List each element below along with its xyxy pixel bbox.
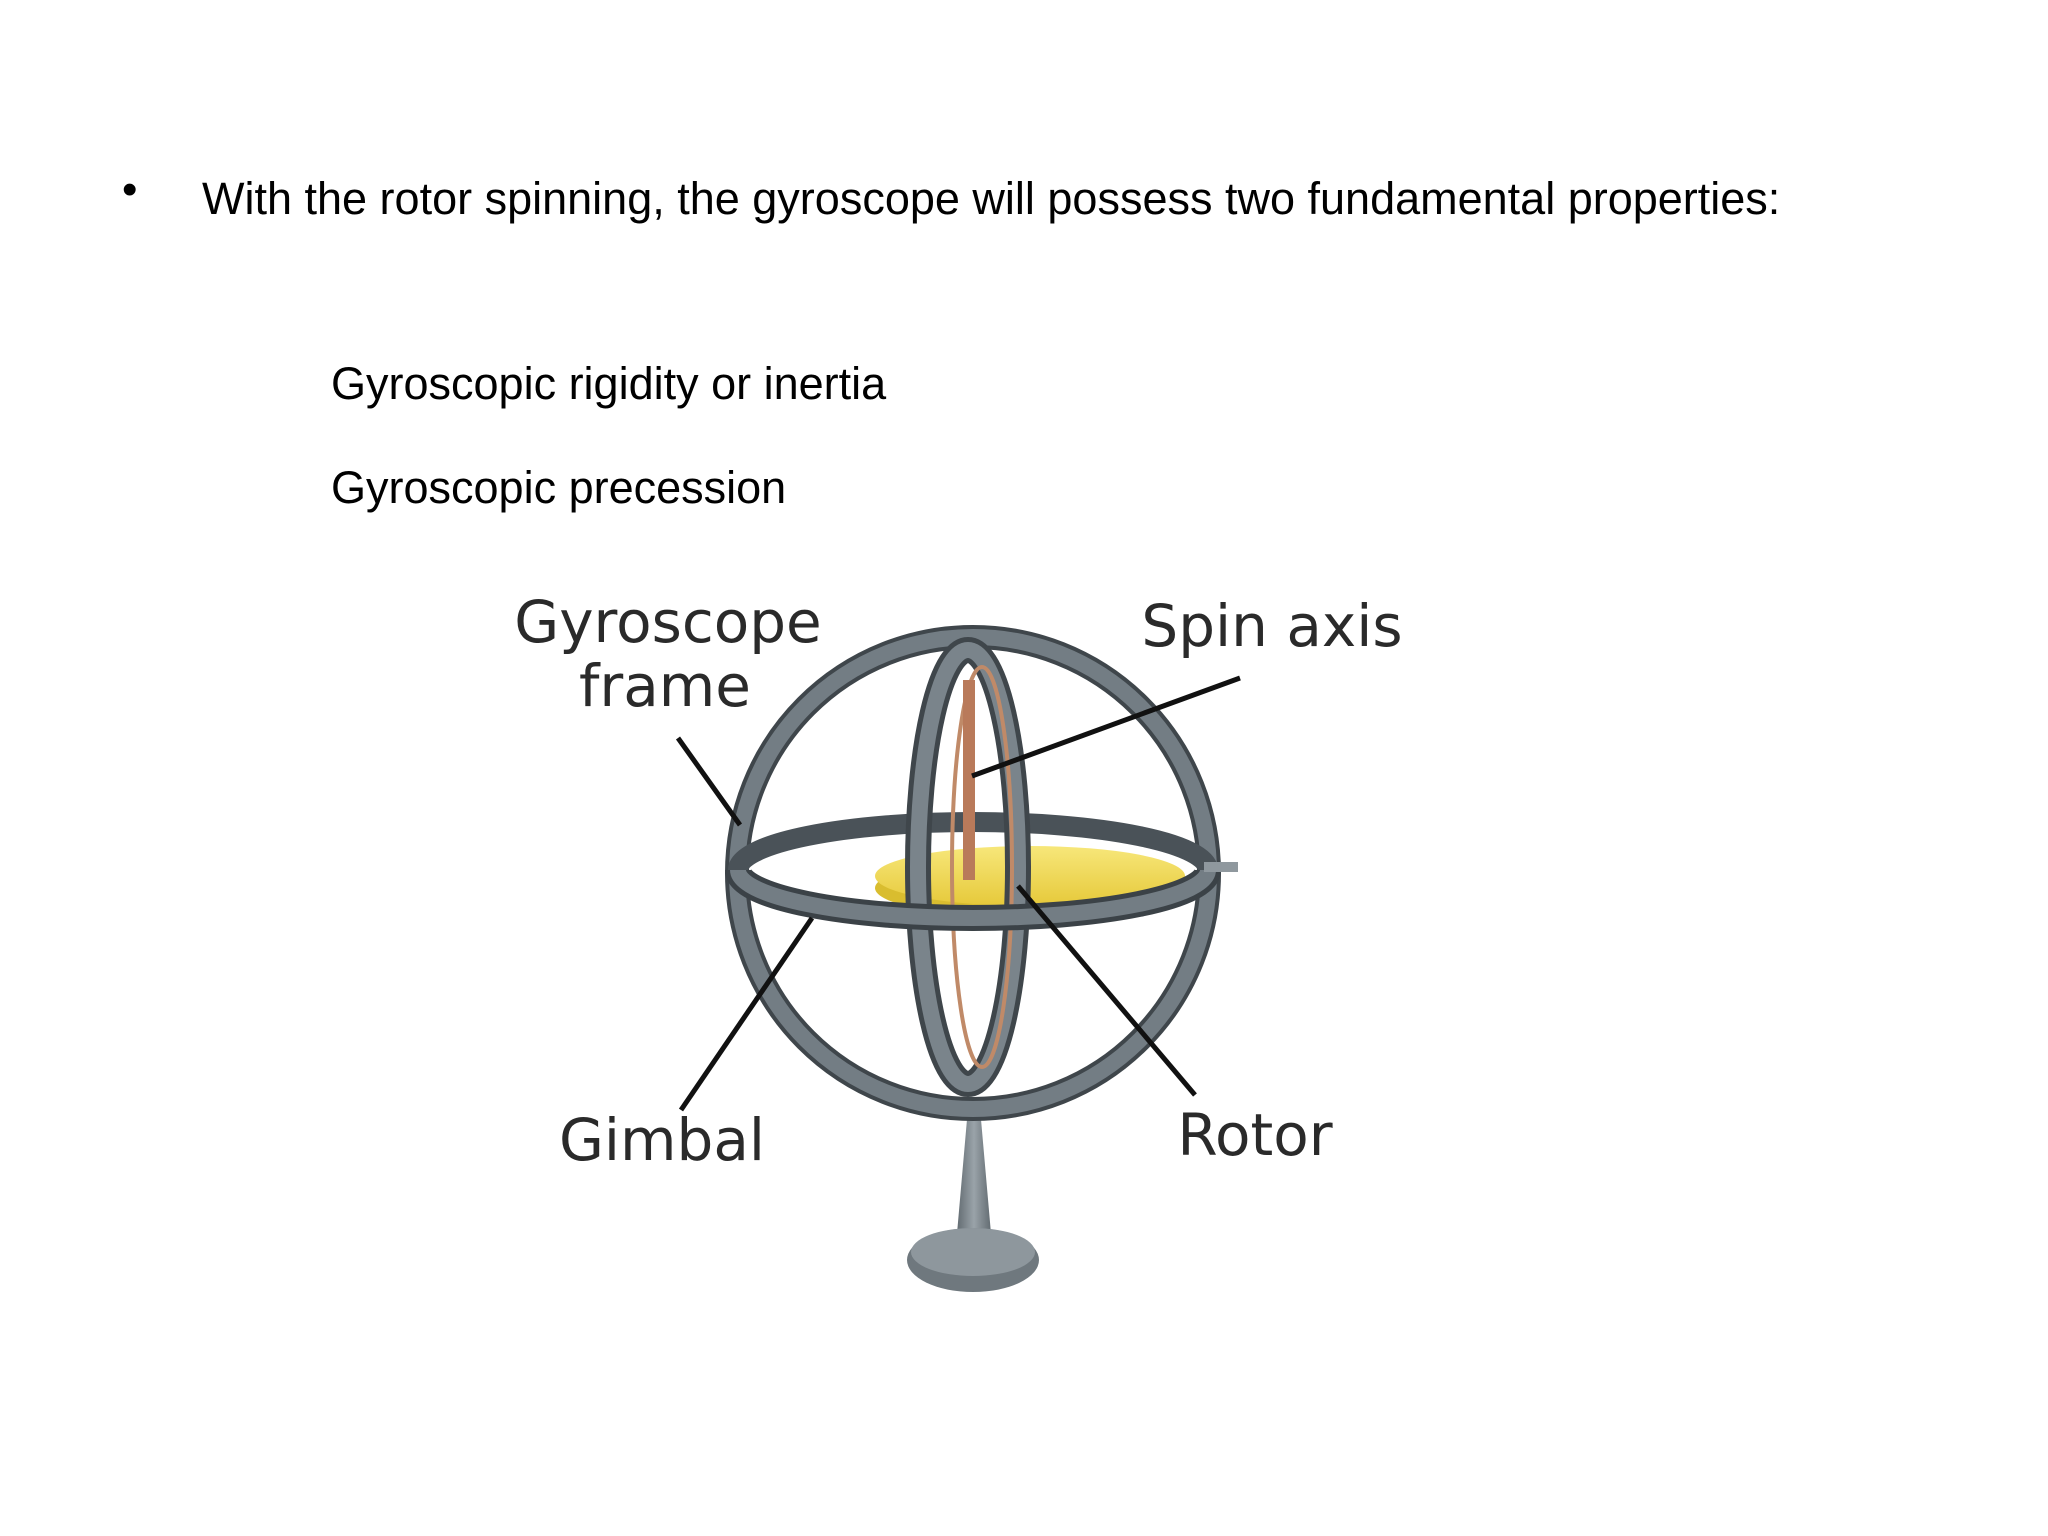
property-precession: Gyroscopic precession (331, 462, 787, 513)
label-spin-axis: Spin axis (1141, 592, 1402, 660)
property-rigidity: Gyroscopic rigidity or inertia (331, 358, 887, 409)
bullet-text: With the rotor spinning, the gyroscope w… (202, 173, 1781, 224)
stand-stem (956, 1108, 992, 1245)
spin-axle (963, 680, 975, 880)
label-gyroscope-frame-line2: frame (579, 652, 751, 720)
gyroscope-diagram: Gyroscope frame Spin axis Gimbal Rotor (470, 580, 1470, 1310)
leader-spin-axis (971, 675, 1241, 779)
label-gyroscope-frame-line1: Gyroscope (514, 588, 821, 656)
leader-rotor (1016, 884, 1197, 1097)
label-gimbal: Gimbal (559, 1106, 765, 1174)
leader-frame (675, 736, 743, 827)
label-rotor: Rotor (1177, 1101, 1332, 1169)
leader-gimbal (678, 916, 815, 1112)
bullet-marker: • (122, 165, 138, 214)
gyroscope-illustration: Gyroscope frame Spin axis Gimbal Rotor (514, 588, 1403, 1292)
